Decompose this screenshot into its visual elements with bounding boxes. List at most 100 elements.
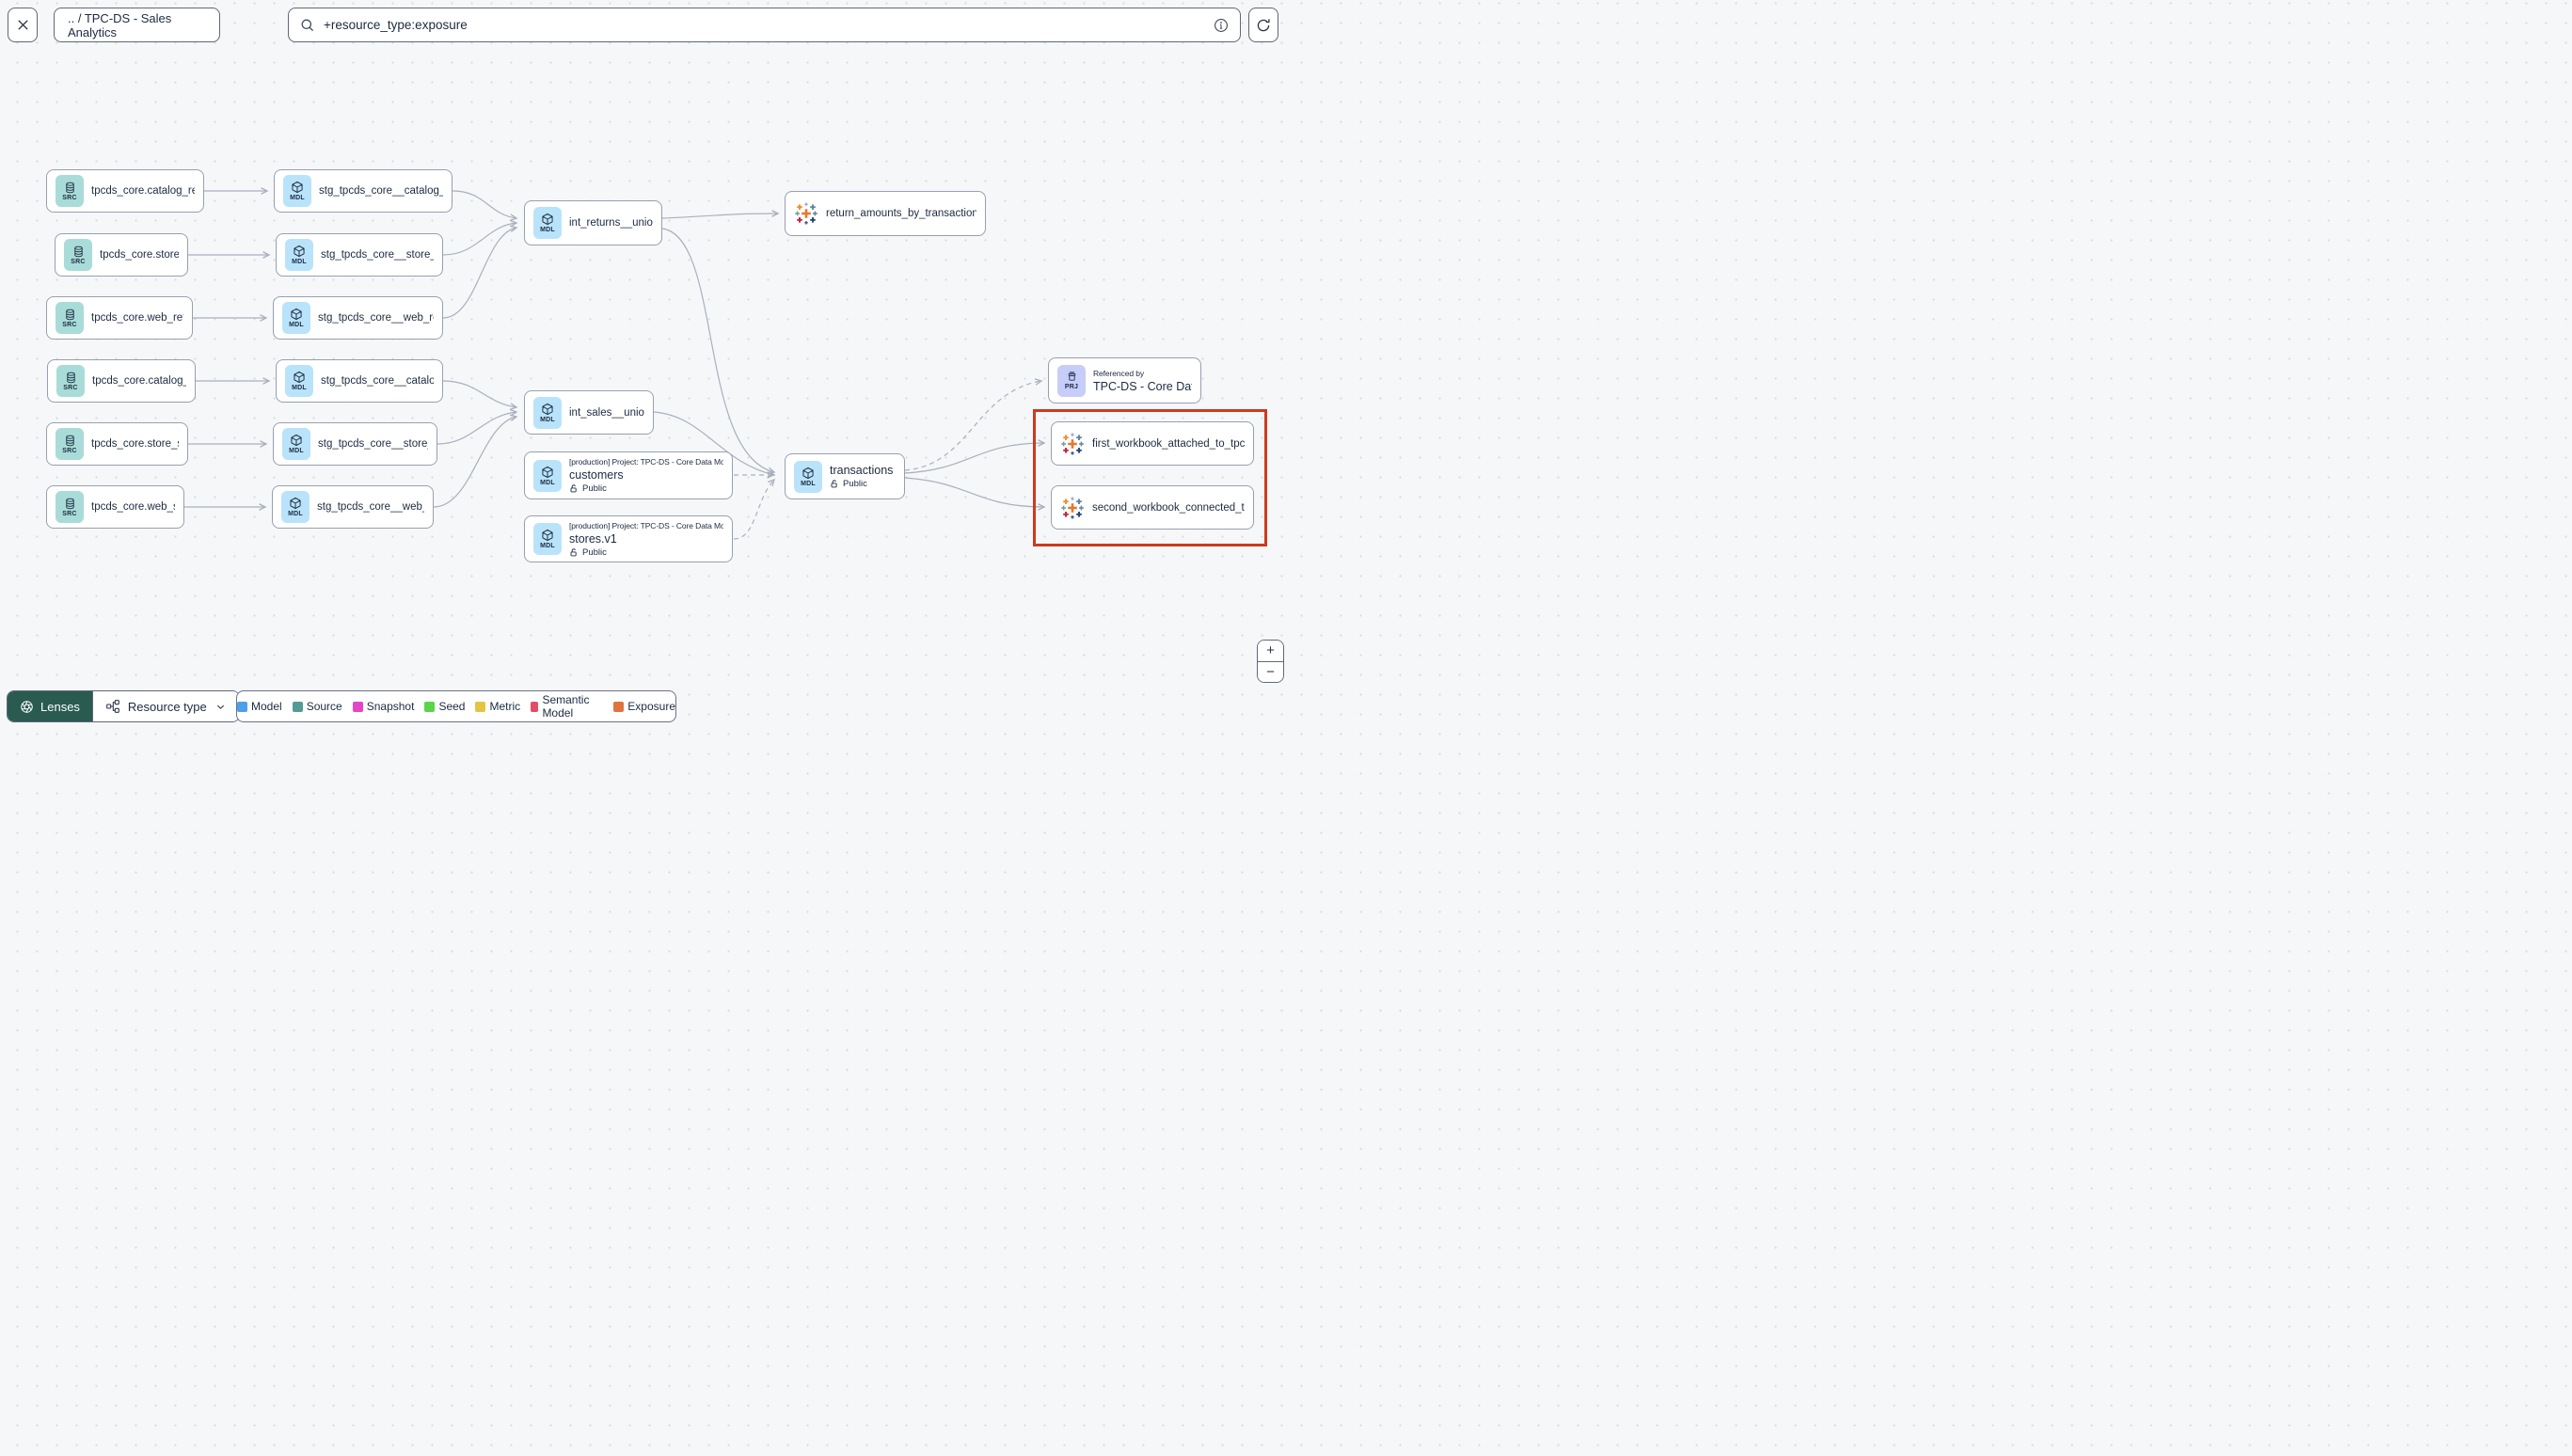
legend-swatch bbox=[613, 701, 625, 712]
node-label: stg_tpcds_core__catalog_returns bbox=[319, 185, 443, 197]
node-label: tpcds_core.catalog_sales bbox=[92, 375, 186, 387]
model-cube-icon bbox=[542, 403, 553, 415]
node-label: int_sales__unioned bbox=[569, 406, 644, 419]
node-wb2[interactable]: second_workbook_connected_to_live… bbox=[1051, 485, 1254, 530]
node-label: tpcds_core.web_sales bbox=[91, 501, 175, 513]
node-label: stg_tpcds_core__web_sales bbox=[317, 501, 424, 513]
node-visibility: Public bbox=[569, 483, 723, 494]
model-cube-icon bbox=[294, 371, 305, 384]
legend-label: Exposure bbox=[627, 700, 675, 713]
node-label: stg_tpcds_core__store_sales bbox=[318, 438, 428, 450]
zoom-out-button[interactable]: − bbox=[1258, 661, 1283, 682]
node-wb1[interactable]: first_workbook_attached_to_tpc-ds_-_… bbox=[1051, 421, 1254, 466]
legend-label: Source bbox=[306, 700, 342, 713]
node-s4[interactable]: SRC tpcds_core.catalog_sales bbox=[47, 359, 196, 403]
legend-swatch bbox=[352, 701, 363, 712]
public-lock-icon bbox=[570, 547, 577, 556]
breadcrumb-label: .. / TPC-DS - Sales Analytics bbox=[68, 10, 172, 40]
database-icon bbox=[73, 245, 83, 257]
model-cube-icon bbox=[291, 308, 302, 321]
close-button[interactable] bbox=[8, 8, 38, 42]
node-exp_returns[interactable]: return_amounts_by_transaction_type bbox=[785, 191, 986, 236]
src-badge: SRC bbox=[56, 491, 84, 523]
model-cube-icon bbox=[542, 529, 553, 542]
model-cube-icon bbox=[294, 245, 305, 258]
legend-swatch bbox=[531, 701, 539, 712]
info-icon[interactable] bbox=[1214, 18, 1229, 33]
tableau-icon bbox=[795, 202, 818, 225]
src-badge: SRC bbox=[56, 428, 84, 460]
mdl-badge: MDL bbox=[533, 207, 562, 239]
legend-item-seed: Seed bbox=[424, 700, 465, 713]
database-icon bbox=[65, 498, 74, 509]
search-bar bbox=[288, 8, 1241, 42]
zoom-in-button[interactable]: + bbox=[1258, 641, 1283, 662]
hierarchy-icon bbox=[106, 700, 119, 713]
mdl-badge: MDL bbox=[281, 491, 310, 523]
node-label: tpcds_core.store_sales bbox=[91, 438, 179, 450]
legend-label: Metric bbox=[489, 700, 521, 713]
node-subtitle: Referenced by bbox=[1093, 368, 1144, 378]
legend-item-model: Model bbox=[237, 700, 282, 713]
resource-type-label: Resource type bbox=[127, 699, 207, 714]
node-label: stores.v1 bbox=[569, 531, 617, 546]
close-icon bbox=[17, 20, 28, 30]
database-icon bbox=[65, 182, 74, 193]
chevron-down-icon bbox=[216, 704, 224, 709]
node-m2[interactable]: MDL stg_tpcds_core__store_returns bbox=[276, 233, 443, 277]
node-label: TPC-DS - Core Data Models bbox=[1093, 379, 1192, 393]
node-label: return_amounts_by_transaction_type bbox=[826, 208, 976, 219]
node-s6[interactable]: SRC tpcds_core.web_sales bbox=[46, 485, 184, 529]
node-int_sales[interactable]: MDL int_sales__unioned bbox=[524, 390, 654, 435]
node-label: int_returns__unioned bbox=[569, 217, 653, 229]
breadcrumb[interactable]: .. / TPC-DS - Sales Analytics bbox=[54, 8, 220, 42]
aperture-icon bbox=[21, 700, 33, 713]
resource-type-dropdown[interactable]: Resource type bbox=[91, 691, 239, 721]
node-s5[interactable]: SRC tpcds_core.store_sales bbox=[46, 422, 188, 466]
legend: Model Source Snapshot Seed Metric Semantic Mo… bbox=[236, 690, 676, 722]
lenses-button[interactable]: Lenses bbox=[8, 691, 92, 721]
legend-label: Snapshot bbox=[366, 700, 415, 713]
src-badge: SRC bbox=[56, 175, 84, 207]
lineage-app: { "topbar": { "close_label": "✕", "bread… bbox=[0, 0, 1286, 728]
zoom-controls: + − bbox=[1257, 640, 1284, 683]
model-cube-icon bbox=[542, 466, 553, 478]
node-label: second_workbook_connected_to_live… bbox=[1092, 501, 1245, 514]
node-label: stg_tpcds_core__store_returns bbox=[321, 249, 434, 261]
database-icon bbox=[65, 309, 74, 320]
src-badge: SRC bbox=[56, 365, 85, 397]
node-stores[interactable]: MDL[production] Project: TPC-DS - Core D… bbox=[524, 515, 733, 562]
node-int_returns[interactable]: MDL int_returns__unioned bbox=[524, 200, 662, 245]
mdl-badge: MDL bbox=[283, 175, 311, 207]
refresh-button[interactable] bbox=[1248, 8, 1278, 42]
public-lock-icon bbox=[831, 480, 837, 488]
search-input[interactable] bbox=[324, 18, 1205, 32]
node-m6[interactable]: MDL stg_tpcds_core__web_sales bbox=[272, 485, 434, 529]
mdl-badge: MDL bbox=[794, 460, 822, 493]
node-customers[interactable]: MDL[production] Project: TPC-DS - Core D… bbox=[524, 451, 733, 499]
legend-item-semantic-model: Semantic Model bbox=[531, 693, 603, 720]
lenses-toolbar: Lenses Resource type bbox=[7, 690, 240, 722]
legend-label: Model bbox=[251, 700, 282, 713]
legend-item-metric: Metric bbox=[475, 700, 520, 713]
mdl-badge: MDL bbox=[533, 396, 562, 429]
lenses-label: Lenses bbox=[40, 699, 80, 714]
node-m1[interactable]: MDL stg_tpcds_core__catalog_returns bbox=[274, 169, 452, 213]
legend-swatch bbox=[292, 701, 303, 712]
node-label: stg_tpcds_core__catalog_sales bbox=[321, 375, 434, 387]
prj-badge: PRJ bbox=[1057, 364, 1086, 397]
node-label: first_workbook_attached_to_tpc-ds_-_… bbox=[1092, 437, 1245, 450]
model-cube-icon bbox=[542, 213, 553, 226]
mdl-badge: MDL bbox=[285, 239, 313, 271]
public-lock-icon bbox=[570, 484, 577, 493]
legend-items: Model Source Snapshot Seed Metric Semantic Mo… bbox=[237, 693, 675, 720]
legend-item-exposure: Exposure bbox=[613, 700, 675, 713]
